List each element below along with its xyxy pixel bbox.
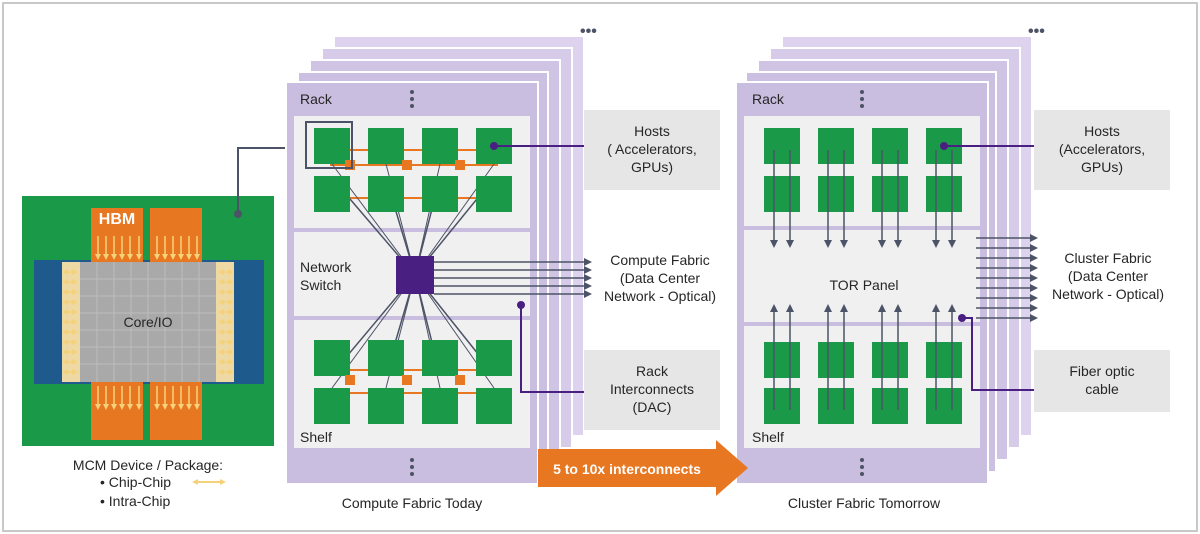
mcm-caption: MCM Device / Package: xyxy=(73,457,223,473)
compute-fabric-label-line: Compute Fabric xyxy=(610,252,710,268)
left-rack-caption: Compute Fabric Today xyxy=(342,495,483,511)
cluster-fabric-label-line: Network - Optical) xyxy=(1052,286,1164,302)
hosts-right-callout-box xyxy=(1034,110,1170,190)
gpu-chip xyxy=(368,388,404,424)
gpu-chip xyxy=(818,128,854,164)
hosts-left-callout-line: Hosts xyxy=(634,123,670,139)
fiber-optic-callout-box xyxy=(1034,350,1170,412)
right-rack-graphics xyxy=(764,128,1038,424)
legend-chip-chip: • Chip-Chip xyxy=(100,474,171,490)
fiber-connector xyxy=(962,317,1034,391)
gpu-chip xyxy=(422,388,458,424)
chip-chip-arrows xyxy=(62,236,234,410)
gpu-chip xyxy=(872,342,908,378)
gpu-chip xyxy=(926,342,962,378)
core-grid xyxy=(80,262,216,382)
gpu-chip xyxy=(368,340,404,376)
gpu-chip xyxy=(926,388,962,424)
more-racks-dots: ••• xyxy=(580,23,597,40)
gpu-chip xyxy=(314,176,350,212)
gpu-chip xyxy=(314,340,350,376)
gpu-chip xyxy=(872,128,908,164)
link-node xyxy=(455,160,465,170)
gpu-chip xyxy=(764,388,800,424)
link-node xyxy=(345,160,355,170)
rack-interconnects-callout-line: (DAC) xyxy=(633,399,672,415)
compute-fabric-label-line: Network - Optical) xyxy=(604,288,716,304)
hosts-right-callout: Hosts (Accelerators, GPUs) xyxy=(1034,110,1170,190)
hosts-left-callout: Hosts ( Accelerators, GPUs) xyxy=(584,110,720,190)
network-switch-line2: Switch xyxy=(300,277,341,293)
left-shelf-label: Shelf xyxy=(300,429,332,445)
gpu-chip xyxy=(476,388,512,424)
left-rack-label: Rack xyxy=(300,91,333,107)
gpu-chip xyxy=(764,128,800,164)
hosts-left-callout-line: GPUs) xyxy=(631,159,673,175)
fiber-optic-callout-line: cable xyxy=(1085,381,1119,397)
link-node xyxy=(455,375,465,385)
compute-fabric-label-line: (Data Center xyxy=(620,270,700,286)
tor-panel xyxy=(744,230,980,322)
transition-arrow-label: 5 to 10x interconnects xyxy=(553,461,701,477)
hosts-left-callout-box xyxy=(584,110,720,190)
core-io-label: Core/IO xyxy=(123,314,172,330)
dac-connector xyxy=(520,305,584,393)
cluster-fabric-label-line: (Data Center xyxy=(1068,268,1148,284)
gpu-chip xyxy=(476,176,512,212)
gpu-chip xyxy=(926,176,962,212)
link-node xyxy=(402,160,412,170)
gpu-chip xyxy=(368,176,404,212)
cluster-fabric-label-line: Cluster Fabric xyxy=(1064,250,1151,266)
network-switch xyxy=(396,256,434,294)
right-rack-label: Rack xyxy=(752,91,785,107)
fiber-optic-callout: Fiber optic cable xyxy=(1034,350,1170,412)
right-rack-kebab-top xyxy=(860,90,864,108)
selected-chip-outline xyxy=(305,121,353,169)
right-rack-caption: Cluster Fabric Tomorrow xyxy=(788,495,941,511)
more-racks-dots: ••• xyxy=(1028,23,1045,40)
gpu-chip xyxy=(764,176,800,212)
rack-interconnects-callout-box xyxy=(584,350,720,430)
callouts: Hosts ( Accelerators, GPUs) Compute Fabric (… xyxy=(584,110,1170,430)
gpu-chip xyxy=(872,176,908,212)
gpu-chip xyxy=(476,340,512,376)
rack-interconnects-callout-line: Rack xyxy=(636,363,669,379)
right-rack-kebab-bottom xyxy=(860,458,864,476)
gpu-chip xyxy=(818,176,854,212)
gpu-chip xyxy=(314,128,350,164)
hosts-left-callout-line: ( Accelerators, xyxy=(607,141,696,157)
gpu-chip xyxy=(314,388,350,424)
gpu-chip xyxy=(368,128,404,164)
gpu-chip xyxy=(818,342,854,378)
left-rack-kebab-bottom xyxy=(410,458,414,476)
gpu-chip xyxy=(764,342,800,378)
gpu-chip xyxy=(818,388,854,424)
gpu-chip xyxy=(422,176,458,212)
legend-intra-chip: • Intra-Chip xyxy=(100,493,170,509)
gpu-chip xyxy=(422,128,458,164)
hbm-label: HBM xyxy=(99,211,135,228)
hosts-right-callout-line: (Accelerators, xyxy=(1059,141,1145,157)
hosts-right-callout-line: Hosts xyxy=(1084,123,1120,139)
network-switch-line1: Network xyxy=(300,259,352,275)
rack-interconnects-callout-line: Interconnects xyxy=(610,381,694,397)
gpu-chip xyxy=(422,340,458,376)
tor-panel-label: TOR Panel xyxy=(830,277,899,293)
gpu-chip xyxy=(872,388,908,424)
mcm-package: HBM Core/IO xyxy=(22,196,274,446)
left-rack-graphics xyxy=(305,121,592,424)
link-node xyxy=(345,375,355,385)
hosts-right-callout-line: GPUs) xyxy=(1081,159,1123,175)
transition-arrow: 5 to 10x interconnects xyxy=(538,440,748,496)
link-node xyxy=(402,375,412,385)
fiber-optic-callout-line: Fiber optic xyxy=(1069,363,1134,379)
left-rack-kebab-top xyxy=(410,90,414,108)
right-shelf-label: Shelf xyxy=(752,429,784,445)
